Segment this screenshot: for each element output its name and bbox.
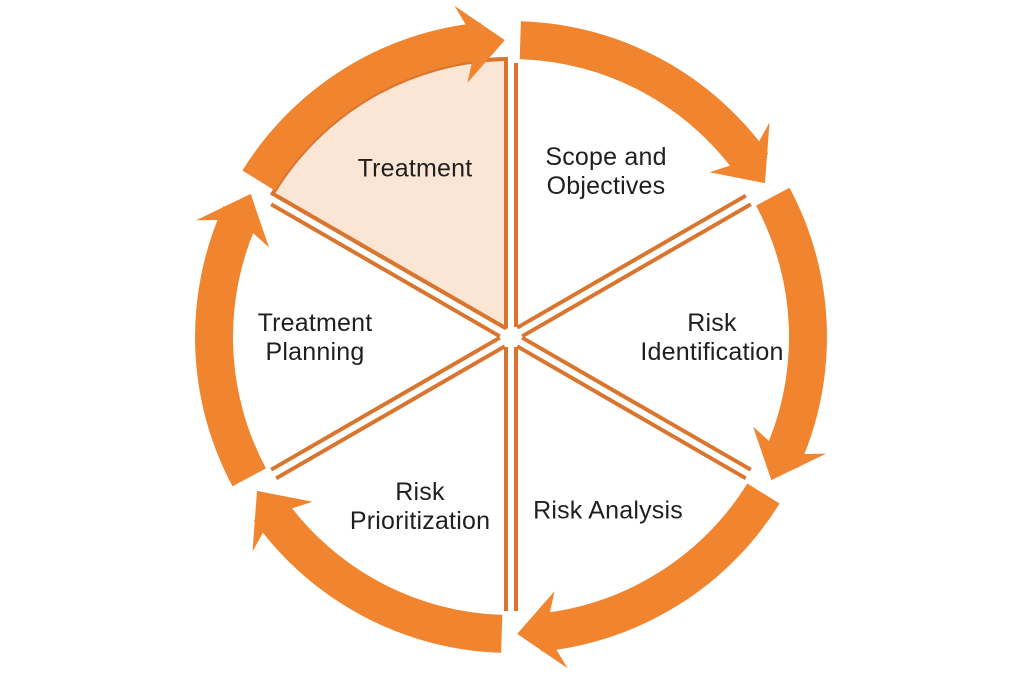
sector-divider-line [270, 335, 501, 472]
ring-arc-segment [253, 498, 503, 653]
sector-label-scope-and-objectives: Scope and Objectives [545, 143, 667, 200]
sector-divider-group [270, 63, 752, 611]
arrowhead-icon [454, 5, 505, 83]
arrowhead-icon [195, 193, 269, 248]
ring-arc-segment [537, 483, 780, 652]
sector-divider-line [275, 193, 506, 330]
ring-arc-segment [519, 21, 769, 176]
ring-arc-segment [756, 187, 827, 468]
sector-label-risk-identification: Risk Identification [640, 309, 784, 366]
arrowhead-icon [709, 122, 770, 184]
sector-divider-line [275, 344, 506, 481]
arrowhead-icon [252, 490, 313, 552]
ring-arc-segment [195, 206, 266, 487]
arrowhead-icon [753, 426, 827, 481]
sector-divider-line [521, 335, 752, 472]
sector-divider-line [516, 193, 747, 330]
ring-arc-segment [242, 22, 485, 191]
sector-divider-line [516, 344, 747, 481]
sector-divider-line [270, 202, 501, 339]
arrow-ring-group [195, 5, 827, 669]
sector-label-risk-analysis: Risk Analysis [533, 496, 683, 525]
sector-label-risk-prioritization: Risk Prioritization [349, 478, 491, 535]
arrowhead-icon [517, 591, 568, 669]
sector-divider-line [521, 202, 752, 339]
sector-label-treatment: Treatment [357, 154, 473, 183]
sector-label-treatment-planning: Treatment Planning [257, 309, 373, 366]
